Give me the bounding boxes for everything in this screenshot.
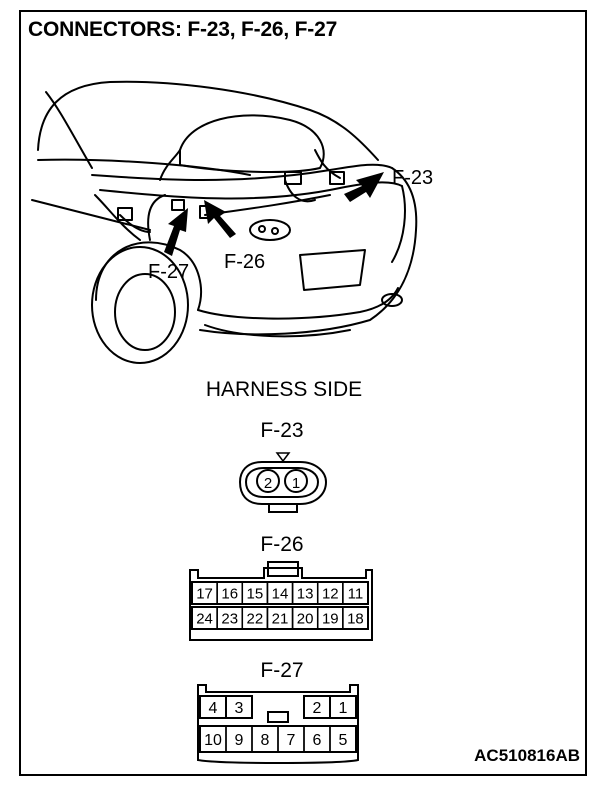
f27-bottom-pin-label: 6 xyxy=(313,732,322,749)
callout-f27: F-27 xyxy=(148,261,190,283)
callout-f26: F-26 xyxy=(224,251,266,273)
f26-top-cell xyxy=(342,581,369,605)
f26-bottom-cell xyxy=(342,606,369,630)
f26-bottom-pin-label: 20 xyxy=(297,610,314,627)
f23-name: F-23 xyxy=(260,419,304,442)
callout-f23: F-23 xyxy=(392,167,434,189)
f26-bottom-row: 24 23 22 21 20 19 18 xyxy=(191,606,369,630)
f27-top-pin-label: 1 xyxy=(339,700,348,717)
f26-bottom-pin-label: 23 xyxy=(221,610,238,627)
f27-top-pin-label: 3 xyxy=(235,700,244,717)
f27-bottom-pin-label: 10 xyxy=(204,732,222,749)
f27-bottom-pin-label: 8 xyxy=(261,732,270,749)
f23-pin-2-label: 2 xyxy=(264,475,272,492)
f26-bottom-pin-label: 18 xyxy=(347,610,364,627)
f26-bottom-pin-label: 24 xyxy=(196,610,213,627)
f27-bottom-pin-label: 7 xyxy=(287,732,296,749)
f23-pin-1 xyxy=(284,469,308,493)
harness-side-label: HARNESS SIDE xyxy=(205,378,363,401)
f27-top-pin-label: 4 xyxy=(209,700,218,717)
diagram-frame xyxy=(19,10,587,776)
f26-top-pin-label: 13 xyxy=(297,585,314,602)
f23-pin-1-label: 1 xyxy=(292,475,300,492)
f27-bottom-pin-label: 5 xyxy=(339,732,348,749)
f27-bottom-pin-label: 9 xyxy=(235,732,244,749)
f26-top-pin-label: 15 xyxy=(247,585,264,602)
f27-bottom-cell xyxy=(329,725,357,753)
figure-code: AC510816AB xyxy=(474,746,580,765)
f26-top-pin-label: 17 xyxy=(196,585,213,602)
f26-top-pin-label: 16 xyxy=(221,585,238,602)
f26-top-pin-label: 12 xyxy=(322,585,339,602)
f26-bottom-pin-label: 21 xyxy=(272,610,289,627)
f26-top-pin-label: 14 xyxy=(272,585,289,602)
f26-top-row: 17 16 15 14 13 12 11 xyxy=(191,581,369,605)
f26-bottom-pin-label: 19 xyxy=(322,610,339,627)
f27-top-pin-label: 2 xyxy=(313,700,322,717)
f23-pin-2 xyxy=(256,469,280,493)
diagram-title: CONNECTORS: F-23, F-26, F-27 xyxy=(28,18,338,41)
f26-top-pin-label: 11 xyxy=(348,585,364,602)
f27-name: F-27 xyxy=(260,659,304,682)
f26-name: F-26 xyxy=(260,533,304,556)
f26-bottom-pin-label: 22 xyxy=(247,610,264,627)
